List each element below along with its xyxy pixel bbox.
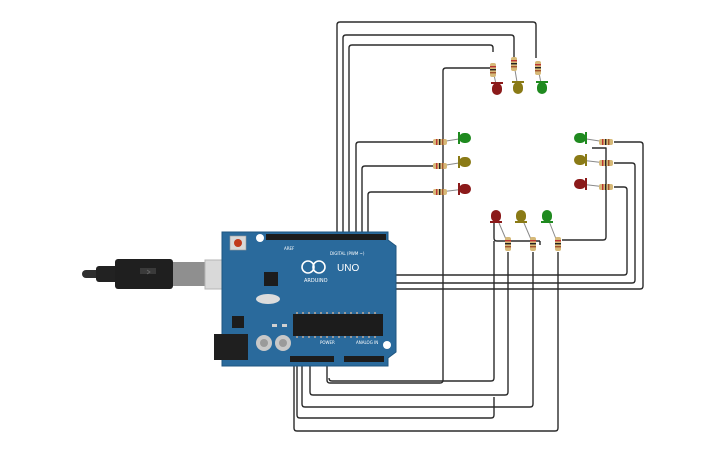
wire-left-red[interactable] — [367, 191, 436, 236]
resistor[interactable] — [433, 163, 447, 169]
led-group-bottom — [490, 210, 561, 251]
led-red[interactable] — [490, 210, 502, 223]
microcontroller — [293, 314, 383, 336]
wire-top-common[interactable] — [442, 67, 493, 136]
resistor[interactable] — [599, 184, 613, 190]
wire-gnd-return[interactable] — [296, 350, 495, 419]
resistor[interactable] — [433, 189, 447, 195]
arduino-board[interactable]: DIGITAL (PWM ~) ARDUINO UNO — [214, 231, 397, 367]
wire-bottom-green[interactable] — [293, 252, 559, 432]
label-digital: DIGITAL (PWM ~) — [330, 251, 365, 256]
wire-top-green[interactable] — [336, 21, 537, 236]
led-red[interactable] — [491, 82, 503, 95]
digital-header[interactable] — [266, 234, 386, 240]
led-green[interactable] — [458, 132, 471, 144]
wires — [293, 21, 644, 432]
wire-left-green[interactable] — [355, 141, 436, 236]
arduino-logo: ARDUINO — [301, 260, 328, 284]
reset-button-cap[interactable] — [234, 239, 242, 247]
resistor[interactable] — [555, 237, 561, 251]
mount-hole — [256, 234, 264, 242]
usb-cable[interactable] — [82, 259, 226, 290]
led-green[interactable] — [574, 132, 587, 144]
power-jack[interactable] — [214, 334, 248, 360]
mount-hole — [383, 341, 391, 349]
wire-bottom-red[interactable] — [309, 252, 509, 396]
resistor[interactable] — [511, 57, 517, 71]
svg-text:ARDUINO: ARDUINO — [304, 278, 328, 284]
wire-top-red[interactable] — [348, 44, 494, 236]
resistor[interactable] — [535, 61, 541, 75]
led-yellow[interactable] — [458, 156, 471, 168]
regulator — [232, 316, 244, 328]
led-group-right — [574, 132, 613, 190]
usb-chip — [264, 272, 278, 286]
led-yellow[interactable] — [512, 81, 524, 94]
resistor[interactable] — [433, 139, 447, 145]
power-header[interactable] — [290, 356, 334, 362]
resistor[interactable] — [530, 237, 536, 251]
crystal — [256, 294, 280, 304]
led-red[interactable] — [574, 178, 587, 190]
led-green[interactable] — [536, 81, 548, 94]
wire-bottom-yellow[interactable] — [301, 252, 534, 408]
led-green[interactable] — [541, 210, 553, 223]
resistor[interactable] — [599, 160, 613, 166]
resistor[interactable] — [599, 139, 613, 145]
label-analog: ANALOG IN — [356, 340, 378, 345]
led-group-top — [490, 57, 548, 95]
wire-left-yellow[interactable] — [361, 165, 436, 236]
label-power: POWER — [320, 340, 335, 345]
wire-bottom-gnd[interactable] — [328, 241, 495, 382]
ic-pins — [296, 312, 376, 338]
resistor[interactable] — [490, 63, 496, 77]
led-array — [433, 57, 613, 251]
led-yellow[interactable] — [515, 210, 527, 223]
wire-bottom-common[interactable] — [493, 222, 541, 245]
wire-top-yellow[interactable] — [342, 34, 515, 236]
label-ioref: AREF — [284, 246, 295, 251]
resistor[interactable] — [505, 237, 511, 251]
analog-header[interactable] — [344, 356, 384, 362]
wire-right-common[interactable] — [562, 147, 607, 241]
led-group-left — [433, 132, 471, 195]
led-yellow[interactable] — [574, 154, 587, 166]
led-red[interactable] — [458, 183, 471, 195]
label-uno: UNO — [337, 263, 359, 274]
